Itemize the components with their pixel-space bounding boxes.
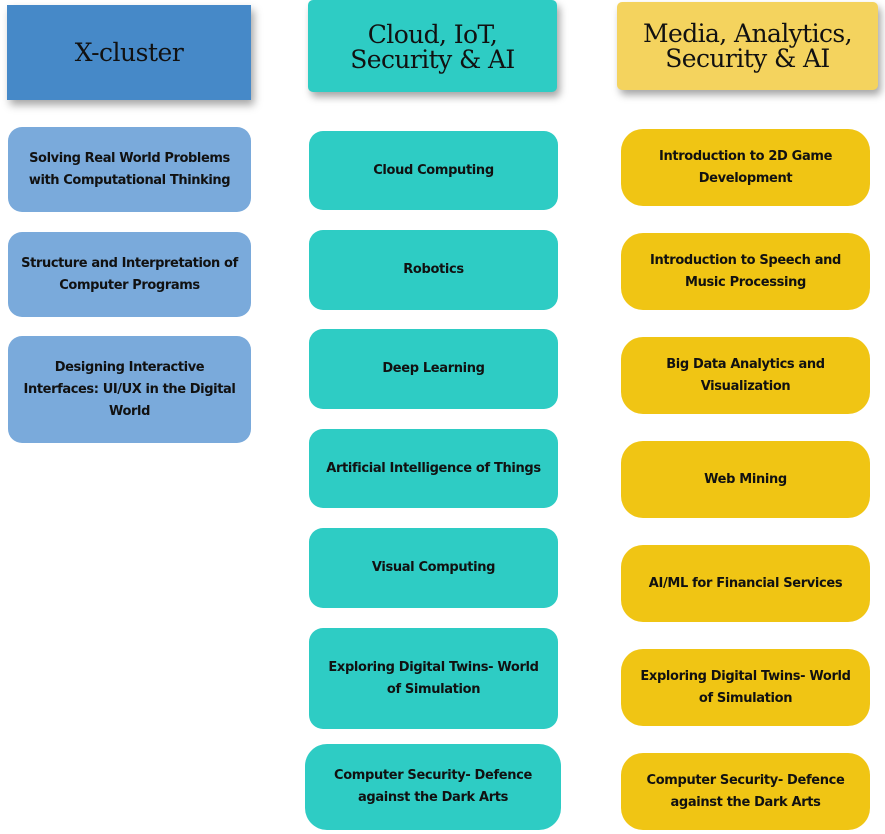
- column-header-title: X-cluster: [74, 38, 184, 67]
- course-title: Introduction to 2D Game Development: [658, 148, 833, 186]
- course-card[interactable]: Structure and Interpretation of Computer…: [8, 232, 251, 317]
- course-card[interactable]: Solving Real World Problems with Computa…: [8, 127, 251, 212]
- course-card[interactable]: Computer Security- Defence against the D…: [305, 744, 561, 830]
- course-title: Computer Security- Defence against the D…: [334, 768, 532, 805]
- column-header-title-line-1: Cloud, IoT,: [367, 20, 498, 49]
- column-header-x-cluster: X-cluster: [7, 5, 251, 100]
- course-title: Structure and Interpretation of Computer…: [21, 255, 238, 293]
- course-card[interactable]: Big Data Analytics and Visualization: [621, 337, 870, 414]
- column-header-title-line-2: Security & AI: [665, 44, 830, 73]
- course-title: Web Mining: [704, 471, 787, 487]
- column-header-title-line-1: Media, Analytics,: [643, 19, 853, 48]
- course-card[interactable]: Computer Security- Defence against the D…: [621, 753, 870, 830]
- course-title: Designing Interactive Interfaces: UI/UX …: [23, 359, 236, 419]
- course-title: Exploring Digital Twins- World of Simula…: [328, 659, 539, 697]
- course-card[interactable]: AI/ML for Financial Services: [621, 545, 870, 622]
- course-title: Computer Security- Defence against the D…: [646, 772, 845, 810]
- course-card[interactable]: Visual Computing: [309, 528, 558, 608]
- column-header-media-analytics-security-ai: Media, Analytics, Security & AI: [617, 2, 878, 90]
- course-card[interactable]: Exploring Digital Twins- World of Simula…: [621, 649, 870, 726]
- course-card[interactable]: Cloud Computing: [309, 131, 558, 210]
- course-title: Robotics: [403, 262, 464, 277]
- course-card[interactable]: Designing Interactive Interfaces: UI/UX …: [8, 336, 251, 443]
- course-card[interactable]: Artificial Intelligence of Things: [309, 429, 558, 508]
- course-title: Introduction to Speech and Music Process…: [650, 252, 841, 290]
- course-card[interactable]: Introduction to Speech and Music Process…: [621, 233, 870, 310]
- course-card[interactable]: Robotics: [309, 230, 558, 310]
- course-card[interactable]: Introduction to 2D Game Development: [621, 129, 870, 206]
- course-title: Cloud Computing: [373, 162, 494, 178]
- course-title: AI/ML for Financial Services: [648, 575, 843, 591]
- course-title: Visual Computing: [371, 560, 496, 575]
- course-card[interactable]: Deep Learning: [309, 329, 558, 409]
- course-title: Solving Real World Problems with Computa…: [28, 150, 231, 188]
- column-header-title-line-2: Security & AI: [350, 45, 515, 74]
- course-title: Artificial Intelligence of Things: [326, 460, 541, 476]
- course-title: Big Data Analytics and Visualization: [666, 356, 825, 394]
- course-card[interactable]: Web Mining: [621, 441, 870, 518]
- column-header-cloud-iot-security-ai: Cloud, IoT, Security & AI: [308, 0, 557, 92]
- course-card[interactable]: Exploring Digital Twins- World of Simula…: [309, 628, 558, 729]
- course-title: Deep Learning: [382, 361, 485, 376]
- course-title: Exploring Digital Twins- World of Simula…: [640, 668, 851, 706]
